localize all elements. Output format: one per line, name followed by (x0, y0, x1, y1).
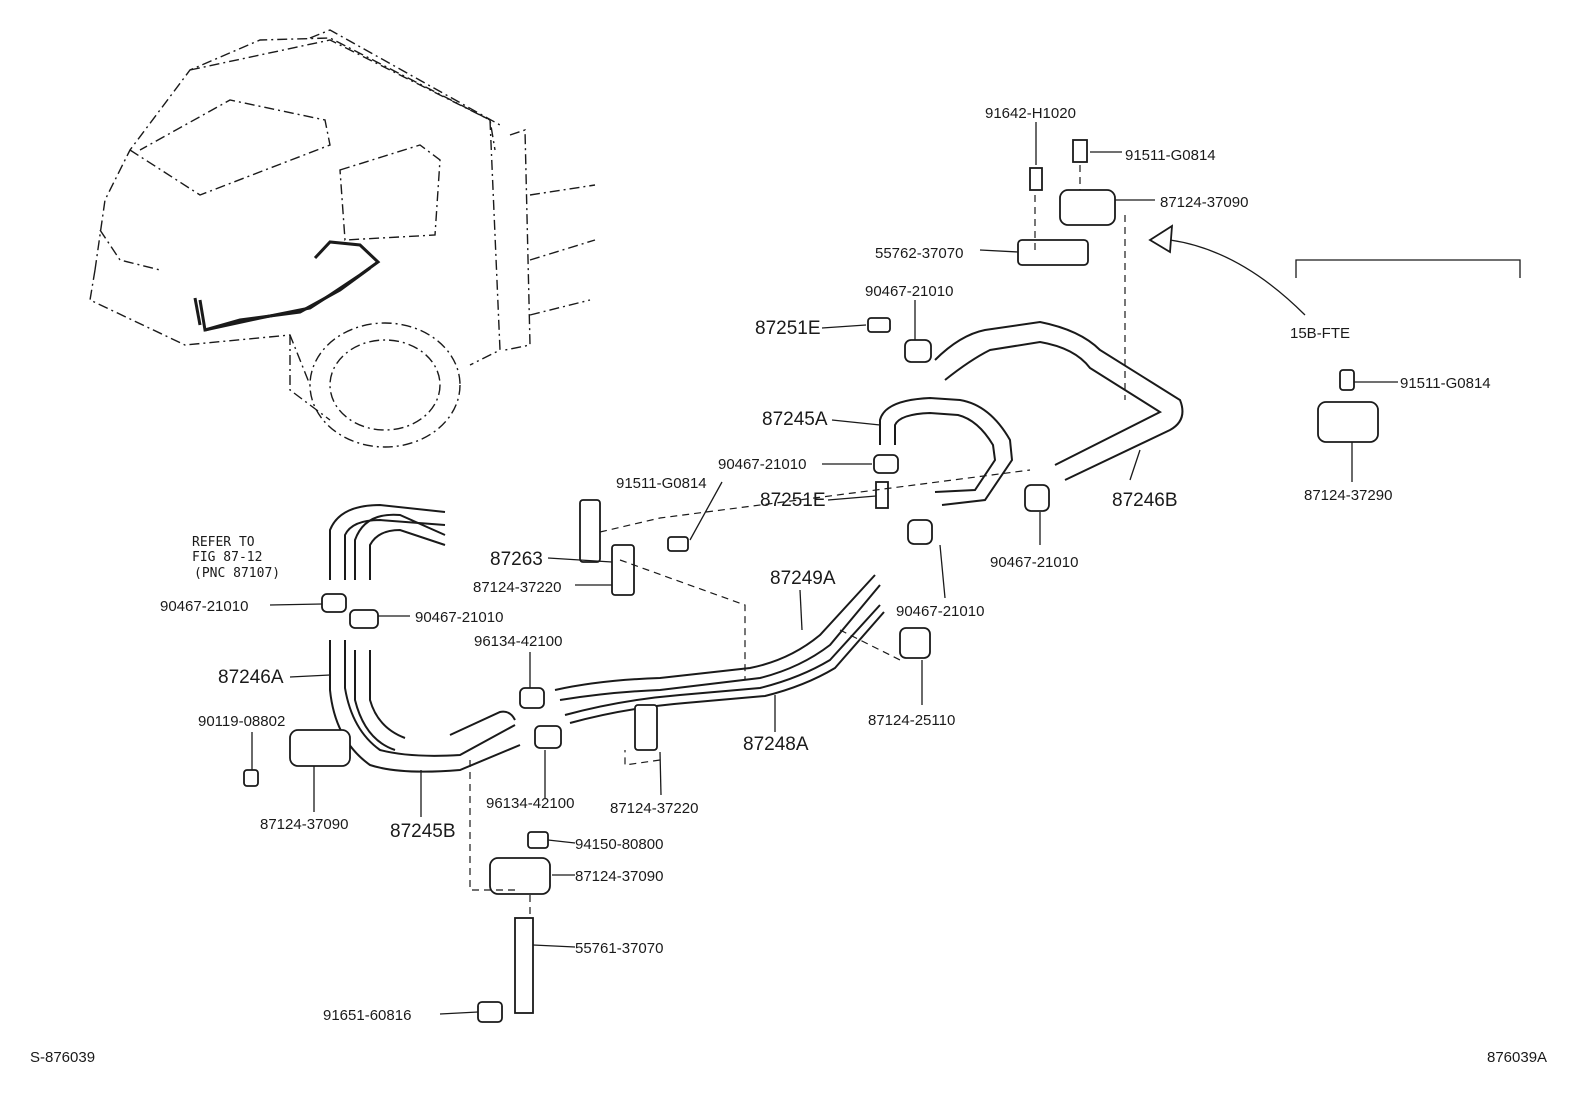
label-55762-37070: 55762-37070 (875, 245, 963, 262)
leader-lines (251, 122, 1398, 1015)
hose-87245A-shape (879, 396, 1014, 506)
label-96134-42100-top: 96134-42100 (474, 633, 562, 650)
label-variant-87124-37290: 87124-37290 (1304, 487, 1392, 504)
label-90467-21010-left2: 90467-21010 (415, 609, 503, 626)
label-variant-91511-G0814: 91511-G0814 (1400, 375, 1491, 392)
label-90467-21010-top: 90467-21010 (865, 283, 953, 300)
variant-arrow-icon (1148, 224, 1306, 316)
label-91511-G0814-mid: 91511-G0814 (616, 475, 707, 492)
label-87251E-mid: 87251E (760, 490, 826, 511)
label-87248A: 87248A (743, 734, 809, 755)
hose-87246A-87245B-shape (329, 640, 521, 773)
assembly-dashed-lines (469, 165, 1126, 915)
variant-label: 15B-FTE (1290, 325, 1350, 342)
variant-bracket (1295, 259, 1521, 278)
refer-line-2: FIG 87-12 (192, 550, 262, 565)
label-87249A: 87249A (770, 568, 836, 589)
label-55761-37070: 55761-37070 (575, 940, 663, 957)
refer-hose-shape (329, 503, 446, 580)
label-96134-42100-bot: 96134-42100 (486, 795, 574, 812)
label-87124-37090-left: 87124-37090 (260, 816, 348, 833)
footer-right-code: 876039A (1487, 1049, 1547, 1066)
label-91642-H1020: 91642-H1020 (985, 105, 1076, 122)
label-94150-80800: 94150-80800 (575, 836, 663, 853)
pipe-87248A-87249A-shape (554, 574, 885, 724)
label-91651-60816: 91651-60816 (323, 1007, 411, 1024)
label-87251E-top: 87251E (755, 318, 821, 339)
label-87245A: 87245A (762, 409, 828, 430)
label-87124-37220-top: 87124-37220 (473, 579, 561, 596)
refer-line-3: (PNC 87107) (194, 566, 280, 581)
label-87124-37090-top: 87124-37090 (1160, 194, 1248, 211)
label-87124-25110: 87124-25110 (868, 712, 955, 729)
truck-cab-outline-icon (89, 29, 596, 448)
refer-note: REFER TO FIG 87-12 (PNC 87107) (192, 535, 280, 581)
label-90119-08802: 90119-08802 (198, 713, 285, 730)
label-90467-21010-center: 90467-21010 (896, 603, 984, 620)
label-87246B: 87246B (1112, 490, 1178, 511)
label-91511-G0814-top: 91511-G0814 (1125, 147, 1216, 164)
label-90467-21010-right: 90467-21010 (990, 554, 1078, 571)
hose-87246B-shape (934, 320, 1184, 481)
refer-line-1: REFER TO (192, 535, 255, 550)
label-90467-21010-mid: 90467-21010 (718, 456, 806, 473)
label-87263: 87263 (490, 549, 543, 570)
footer-left-code: S-876039 (30, 1049, 95, 1066)
label-87245B: 87245B (390, 821, 456, 842)
label-87124-37090-bot: 87124-37090 (575, 868, 663, 885)
label-87246A: 87246A (218, 667, 284, 688)
label-90467-21010-left1: 90467-21010 (160, 598, 248, 615)
clamp-shapes (243, 139, 1379, 1023)
label-87124-37220-bot: 87124-37220 (610, 800, 698, 817)
